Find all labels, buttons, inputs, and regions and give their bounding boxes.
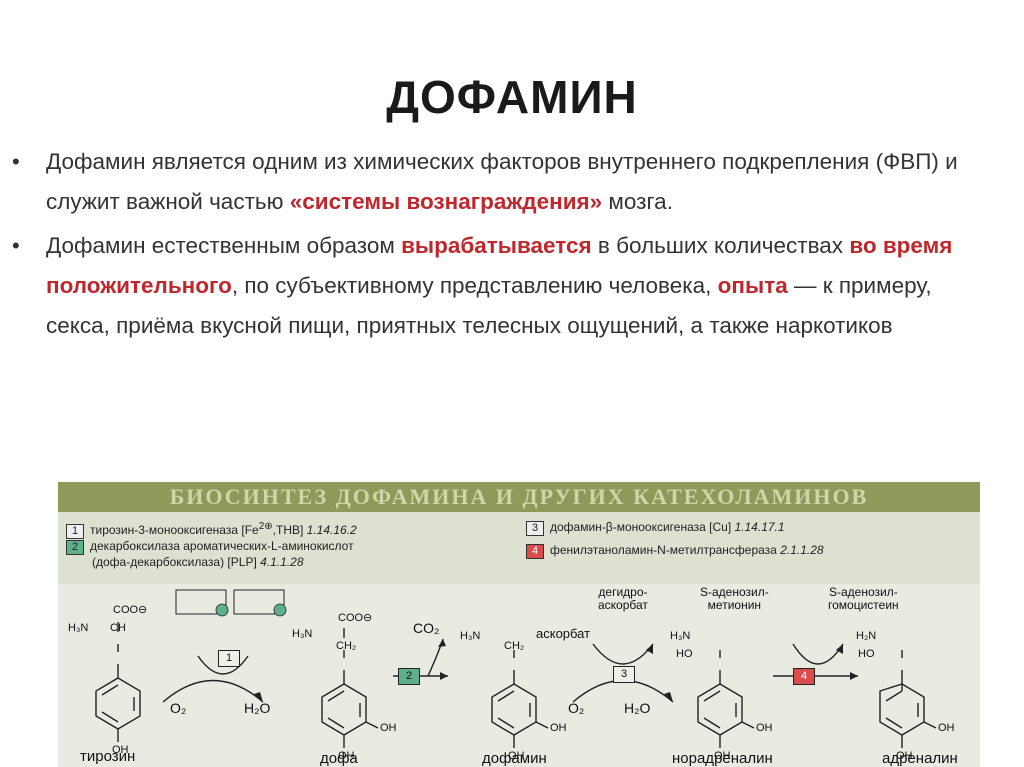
h2o-label: H₂O	[244, 700, 271, 716]
enzyme-ec: 2.1.1.28	[780, 543, 824, 557]
ascorbate-label: аскорбат	[536, 626, 591, 641]
h3n-group: H₃N	[292, 628, 313, 640]
ch2-group: CH₂	[336, 640, 357, 652]
reaction-drawing	[95, 589, 937, 748]
label-line: S-аденозил-	[700, 585, 769, 599]
dehydroascorbate-label: дегидро-аскорбат	[598, 586, 648, 612]
oh-group: OH	[550, 722, 567, 734]
oh-group: OH	[714, 750, 731, 762]
enzyme-name: фенилэтаноламин-N-метилтрансфераза	[550, 543, 777, 557]
text-run: , по субъективному представлению человек…	[231, 273, 718, 298]
sah-label: S-аденозил-гомоцистеин	[828, 586, 899, 612]
enzyme-2: 2 декарбоксилаза ароматических-L-аминокис…	[66, 539, 354, 569]
reaction-scheme: 1 2 3 4 COO⊖ H₃N CH OH COO⊖ H₃N CH₂ OH O…	[58, 584, 980, 767]
biosynthesis-figure: БИОСИНТЕЗ ДОФАМИНА И ДРУГИХ КАТЕХОЛАМИНО…	[58, 482, 980, 767]
oh-group: OH	[896, 750, 913, 762]
oh-group: OH	[380, 722, 397, 734]
enzyme-number: 2	[66, 540, 84, 555]
h3n-group: H₃N	[670, 630, 691, 642]
enzyme-ec: 4.1.1.28	[260, 555, 304, 569]
oh-group: OH	[338, 750, 355, 762]
enzyme-number: 4	[526, 544, 544, 559]
highlight-text: опыта	[717, 273, 788, 298]
bullet-list: • Дофамин является одним из химических ф…	[10, 142, 1000, 350]
h3n-group: H₃N	[68, 622, 89, 634]
text-run: Дофамин является одним из химических фак…	[46, 149, 958, 214]
highlight-text: «системы вознаграждения»	[289, 189, 603, 214]
text-run: — к примеру, секса, приёма вкусной пищи,…	[46, 273, 932, 338]
enzyme-sup: 2⊕	[258, 521, 273, 532]
enzyme-number: 3	[526, 521, 544, 536]
ch2-group: CH₂	[504, 640, 525, 652]
o2-label: O₂	[170, 700, 187, 716]
oh-group: OH	[756, 722, 773, 734]
label-line: аскорбат	[598, 598, 648, 612]
oh-group: OH	[112, 744, 129, 756]
slide-title: ДОФАМИН	[386, 71, 638, 123]
bullet-item: • Дофамин является одним из химических ф…	[10, 142, 1000, 222]
molecule-label: дофамин	[482, 750, 547, 767]
h2o-label: H₂O	[624, 700, 651, 716]
bullet-text: Дофамин естественным образом вырабатывае…	[46, 226, 1000, 346]
molecule-label: адреналин	[882, 750, 958, 767]
label-line: метионин	[707, 598, 762, 612]
enzyme-number: 1	[66, 524, 84, 539]
molecule-label: норадреналин	[672, 750, 773, 767]
step-3-box: 3	[613, 666, 635, 683]
enzyme-name: дофамин-β-монооксигеназа [Cu]	[550, 520, 732, 534]
bullet-dot: •	[12, 149, 20, 174]
o2-label: O₂	[568, 700, 585, 716]
enzyme-name: тирозин-3-монооксигеназа [Fe	[90, 523, 259, 537]
text-run: в больших количествах	[591, 233, 850, 258]
enzyme-name-cont: ,THB]	[272, 523, 304, 537]
enzyme-name: декарбоксилаза ароматических-L-аминокисл…	[90, 539, 354, 553]
coo-group: COO⊖	[113, 604, 148, 616]
enzyme-1: 1 тирозин-3-монооксигеназа [Fe2⊕,THB] 1.1…	[66, 520, 357, 539]
enzyme-name-cont: (дофа-декарбоксилаза) [PLP]	[92, 555, 257, 569]
enzyme-3: 3 дофамин-β-монооксигеназа [Cu] 1.14.17.1	[526, 520, 785, 536]
molecule-label: дофа	[320, 750, 358, 767]
sam-label: S-аденозил-метионин	[700, 586, 769, 612]
label-line: гомоцистеин	[828, 598, 899, 612]
step-4-box: 4	[793, 668, 815, 685]
figure-header: БИОСИНТЕЗ ДОФАМИНА И ДРУГИХ КАТЕХОЛАМИНО…	[58, 482, 980, 512]
coo-group: COO⊖	[338, 612, 373, 624]
label-line: дегидро-	[598, 585, 648, 599]
ho-group: HO	[858, 648, 875, 660]
enzyme-table: 1 тирозин-3-монооксигеназа [Fe2⊕,THB] 1.1…	[58, 512, 980, 584]
bullet-dot: •	[12, 233, 20, 258]
bullet-item: • Дофамин естественным образом вырабатыв…	[10, 226, 1000, 346]
oh-group: OH	[938, 722, 955, 734]
ch-group: CH	[110, 622, 126, 634]
h2n-group: H₂N	[856, 630, 877, 642]
text-run: Дофамин естественным образом	[46, 233, 402, 258]
highlight-text: во время положительного	[46, 233, 953, 298]
step-2-box: 2	[398, 668, 420, 685]
enzyme-ec: 1.14.17.1	[734, 520, 785, 534]
bullet-text: Дофамин является одним из химических фак…	[46, 142, 1000, 222]
oh-group: OH	[508, 750, 525, 762]
enzyme-ec: 1.14.16.2	[306, 523, 357, 537]
ho-group: HO	[676, 648, 693, 660]
step-1-box: 1	[218, 650, 240, 667]
label-line: S-аденозил-	[828, 585, 898, 599]
enzyme-4: 4 фенилэтаноламин-N-метилтрансфераза 2.1.…	[526, 543, 824, 559]
text-run: мозга.	[602, 189, 673, 214]
h3n-group: H₃N	[460, 630, 481, 642]
highlight-text: вырабатывается	[401, 233, 592, 258]
co2-label: CO₂	[413, 620, 440, 636]
molecule-label: тирозин	[80, 748, 136, 765]
